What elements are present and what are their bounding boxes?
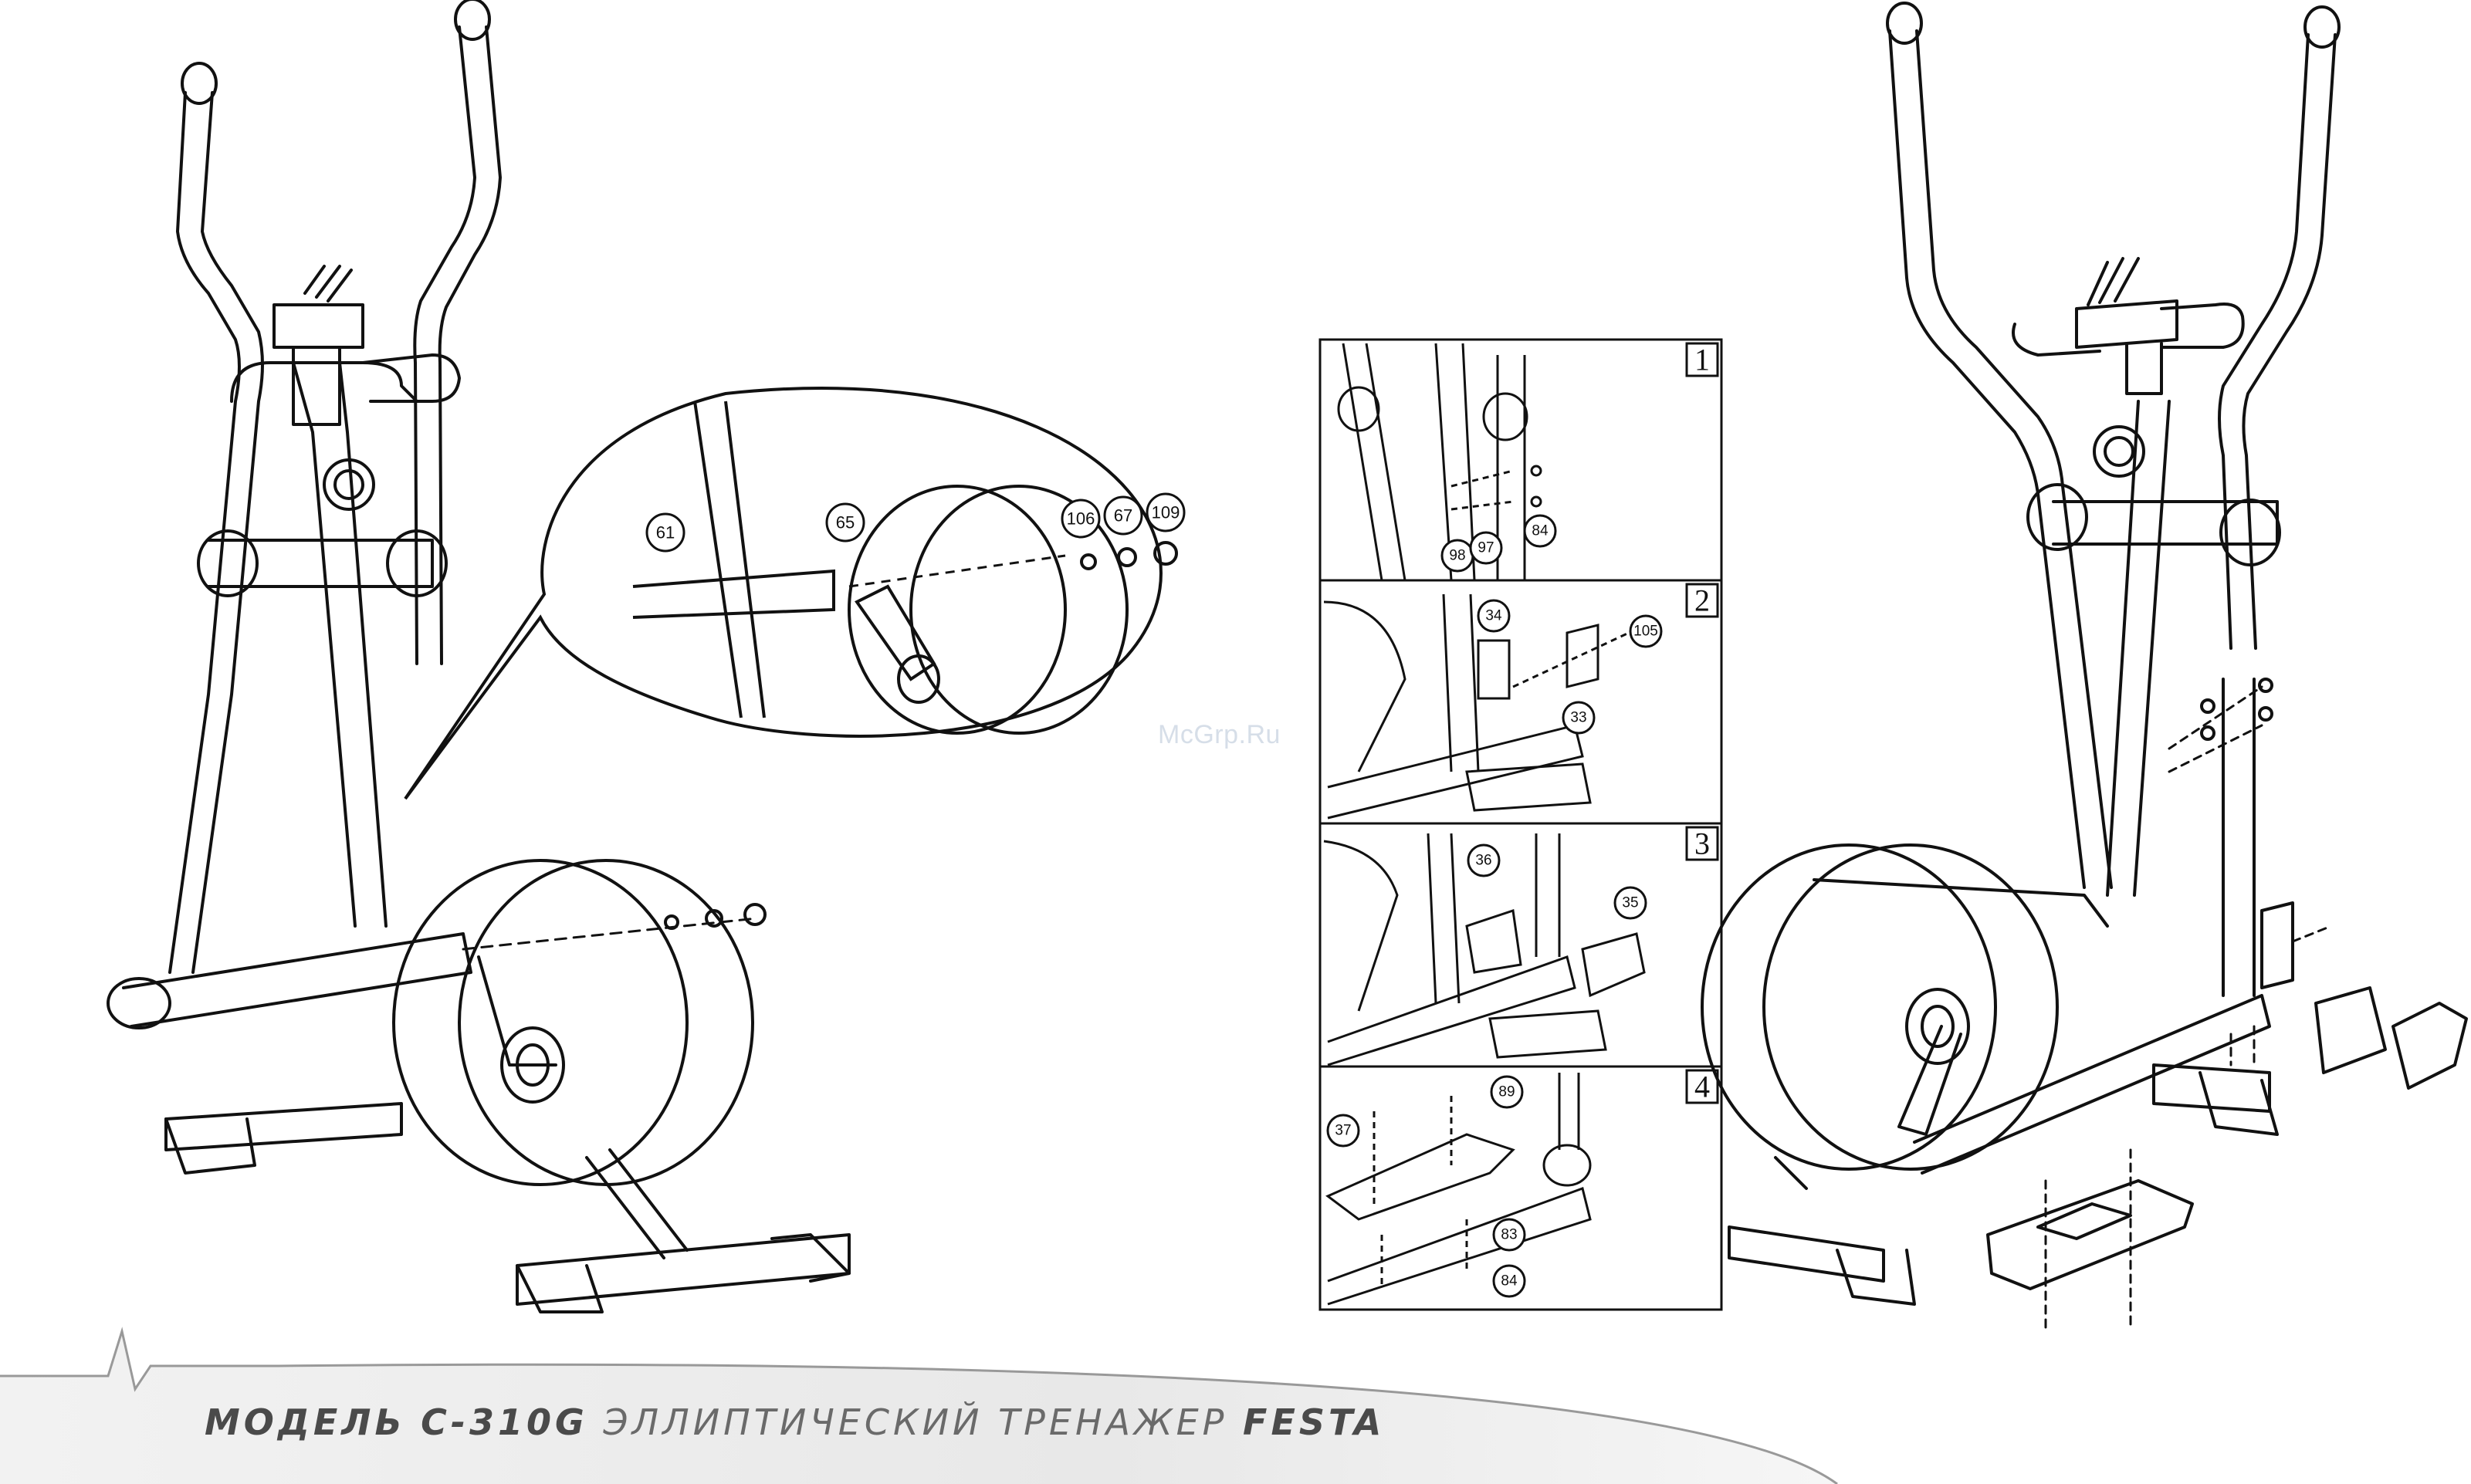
step-callout-labels: 98 97 84 34 105 33 36 35 89 37 83 84 <box>1335 523 1657 1290</box>
svg-text:84: 84 <box>1532 523 1549 539</box>
detail-label-106: 106 <box>1067 509 1095 529</box>
svg-text:98: 98 <box>1449 548 1465 564</box>
detail-label-109: 109 <box>1152 503 1180 522</box>
detail-label-67: 67 <box>1114 506 1132 526</box>
svg-text:84: 84 <box>1501 1273 1518 1290</box>
detail-label-65: 65 <box>836 513 855 532</box>
svg-text:37: 37 <box>1335 1123 1351 1139</box>
svg-text:34: 34 <box>1485 608 1502 624</box>
step-number-1: 1 <box>1694 343 1710 377</box>
step-panel-1 <box>1320 340 1721 580</box>
model-code: C-310G <box>421 1401 588 1443</box>
step-panel-2 <box>1320 580 1721 823</box>
svg-text:89: 89 <box>1498 1084 1515 1100</box>
svg-text:36: 36 <box>1475 853 1491 869</box>
step-number-3: 3 <box>1694 827 1710 861</box>
svg-text:83: 83 <box>1501 1227 1517 1243</box>
detail-bubble <box>405 388 1176 799</box>
svg-text:33: 33 <box>1570 710 1586 726</box>
svg-text:35: 35 <box>1622 895 1638 911</box>
product-type: ЭЛЛИПТИЧЕСКИЙ ТРЕНАЖЕР <box>603 1401 1227 1443</box>
detail-label-61: 61 <box>656 523 675 543</box>
svg-text:97: 97 <box>1478 540 1494 556</box>
step-number-4: 4 <box>1694 1070 1710 1104</box>
elliptical-trainer-right <box>1702 3 2466 1327</box>
svg-text:105: 105 <box>1633 624 1658 640</box>
step-number-2: 2 <box>1694 583 1710 618</box>
step-panels <box>1320 340 1721 1310</box>
footer-caption: МОДЕЛЬ C-310G ЭЛЛИПТИЧЕСКИЙ ТРЕНАЖЕР FES… <box>205 1401 1385 1443</box>
watermark: McGrp.Ru <box>1158 720 1281 750</box>
step-callouts <box>1328 516 1661 1296</box>
model-prefix: МОДЕЛЬ <box>205 1401 406 1443</box>
brand-name: FESTA <box>1243 1401 1385 1443</box>
